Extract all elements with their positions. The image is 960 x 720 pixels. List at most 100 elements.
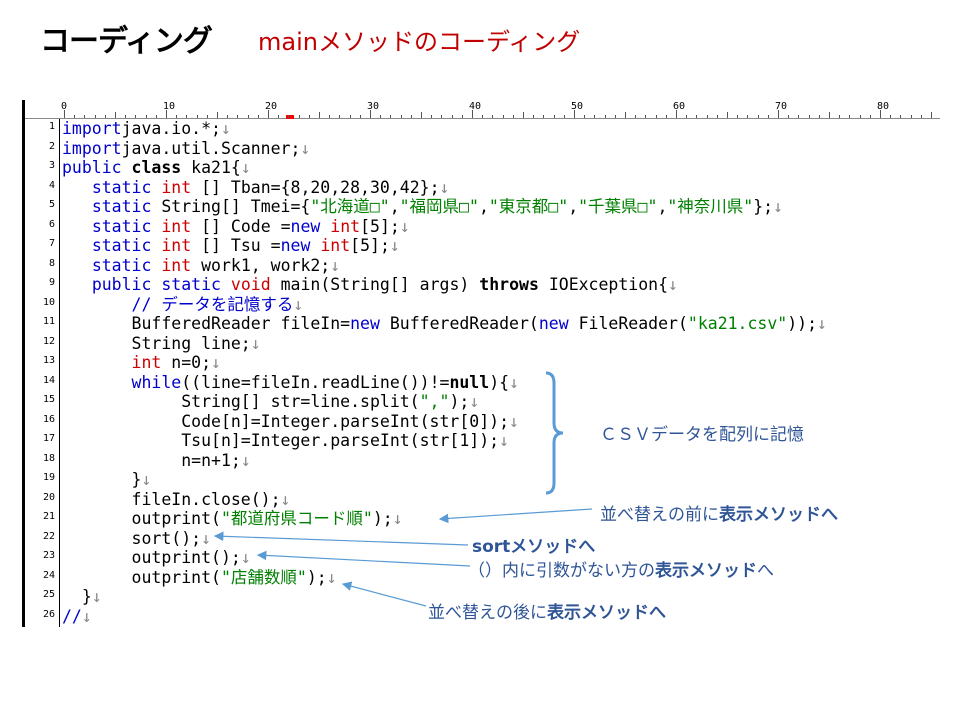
code-line[interactable]: int n=0;↓ [62,353,221,373]
code-token [151,236,161,255]
code-token: int [161,236,192,255]
code-token: sort(); [62,528,202,548]
eol-mark: ↓ [81,606,92,626]
code-line[interactable]: static String[] Tmei={"北海道□","福岡県□","東京都… [62,197,783,217]
code-token: outprint( [62,567,221,587]
code-token: int [161,177,192,197]
code-line[interactable]: //↓ [62,607,92,627]
ruler-tick [829,112,830,118]
code-line[interactable]: Code[n]=Integer.parseInt(str[0]);↓ [62,412,519,432]
line-number: 16 [42,413,55,425]
ruler-tick [472,110,473,118]
ruler-tick [104,115,106,118]
ruler-tick [125,115,127,118]
code-token: "," [419,392,450,411]
code-line[interactable]: static void sort(){ [62,626,281,627]
code-token: sort(){ [201,626,281,627]
code-line[interactable]: static int work1, work2;↓ [62,256,340,276]
code-token [310,236,320,255]
code-token: int [320,236,351,255]
ruler-label: 40 [469,101,482,112]
code-token: import [62,119,122,138]
code-line[interactable]: Tsu[n]=Integer.parseInt(str[1]);↓ [62,431,509,451]
code-token: ((line=fileIn.readLine())!= [181,372,450,392]
code-token: while [131,372,182,392]
code-line[interactable]: }↓ [62,470,152,490]
code-token: "ka21.csv" [687,314,788,333]
ruler-label: 30 [367,101,380,112]
ruler-tick [859,115,861,118]
ruler-tick [788,115,790,118]
code-token: fileIn.close(); [62,489,281,509]
code-line[interactable]: outprint("店舗数順");↓ [62,568,337,588]
code-line[interactable]: static int [] Tsu =new int[5];↓ [62,236,400,256]
ruler-tick [676,110,677,118]
ruler-tick [155,115,157,118]
code-token: ){ [489,372,510,392]
line-number: 21 [42,511,55,522]
ruler-tick [808,115,810,118]
code-token: "都道府県コード順" [220,509,373,528]
code-token: "東京都□" [488,197,569,216]
annotation-csv: ＣＳＶデータを配列に記憶 [600,425,804,445]
code-token: import [62,138,122,158]
code-token [62,197,92,216]
code-token: }; [753,197,774,216]
ruler-tick [706,115,708,118]
code-token: BufferedReader( [379,314,539,333]
ruler-tick [74,115,76,118]
code-token [62,217,92,236]
ruler-tick [217,112,218,118]
eol-mark: ↓ [399,216,410,236]
code-line[interactable]: importjava.io.*;↓ [62,119,231,139]
code-line[interactable]: static int [] Code =new int[5];↓ [62,217,410,237]
code-line[interactable]: while((line=fileIn.readLine())!=null){↓ [62,373,519,393]
code-token [62,256,92,275]
code-line[interactable]: String line;↓ [62,334,261,354]
code-token: java.util.Scanner; [121,138,301,158]
ruler-tick [716,115,718,118]
ruler-tick [451,115,453,118]
ruler-tick [186,115,188,118]
ruler-tick [523,112,524,118]
code-token: int [330,216,361,236]
ruler-tick [390,115,392,118]
code-line[interactable]: n=n+1;↓ [62,451,251,471]
code-token: , [568,197,579,216]
code-token: IOException{ [538,275,669,294]
code-line[interactable]: static int [] Tban={8,20,28,30,42};↓ [62,177,450,198]
code-token: Code[n]=Integer.parseInt(str[0]); [62,411,510,431]
code-line[interactable]: fileIn.close();↓ [62,489,291,510]
code-token: new [290,216,321,236]
code-token [62,275,92,294]
code-line[interactable]: public static void main(String[] args) t… [62,275,678,295]
code-line[interactable]: outprint("都道府県コード順");↓ [62,509,403,529]
ruler-tick [400,115,402,118]
code-line[interactable]: // データを記憶する↓ [62,295,304,315]
line-number: 5 [48,199,55,210]
code-line[interactable]: BufferedReader fileIn= new BufferedReader… [62,314,827,334]
line-number: 8 [48,257,55,269]
editor-border [22,100,25,627]
code-line[interactable]: importjava.util.Scanner;↓ [62,139,310,159]
eol-mark: ↓ [91,587,102,606]
line-number: 14 [42,374,55,386]
code-line[interactable]: String[] str=line.split(",");↓ [62,392,479,412]
code-line[interactable]: outprint();↓ [62,548,251,568]
code-line[interactable]: }↓ [62,587,102,607]
line-number: 3 [48,160,55,171]
ruler-tick [410,115,412,118]
code-token: } [62,470,142,489]
code-token: n=0; [161,353,212,372]
code-token: [] Code = [191,216,291,236]
code-token: BufferedReader fileIn= [62,314,351,333]
code-token: outprint(); [62,548,241,567]
code-line[interactable]: sort();↓ [62,529,211,549]
ruler-tick [869,115,871,118]
code-token: new [538,314,569,333]
code-line[interactable]: public class ka21{↓ [62,158,251,178]
code-token [151,275,161,294]
ruler-tick [635,115,637,118]
